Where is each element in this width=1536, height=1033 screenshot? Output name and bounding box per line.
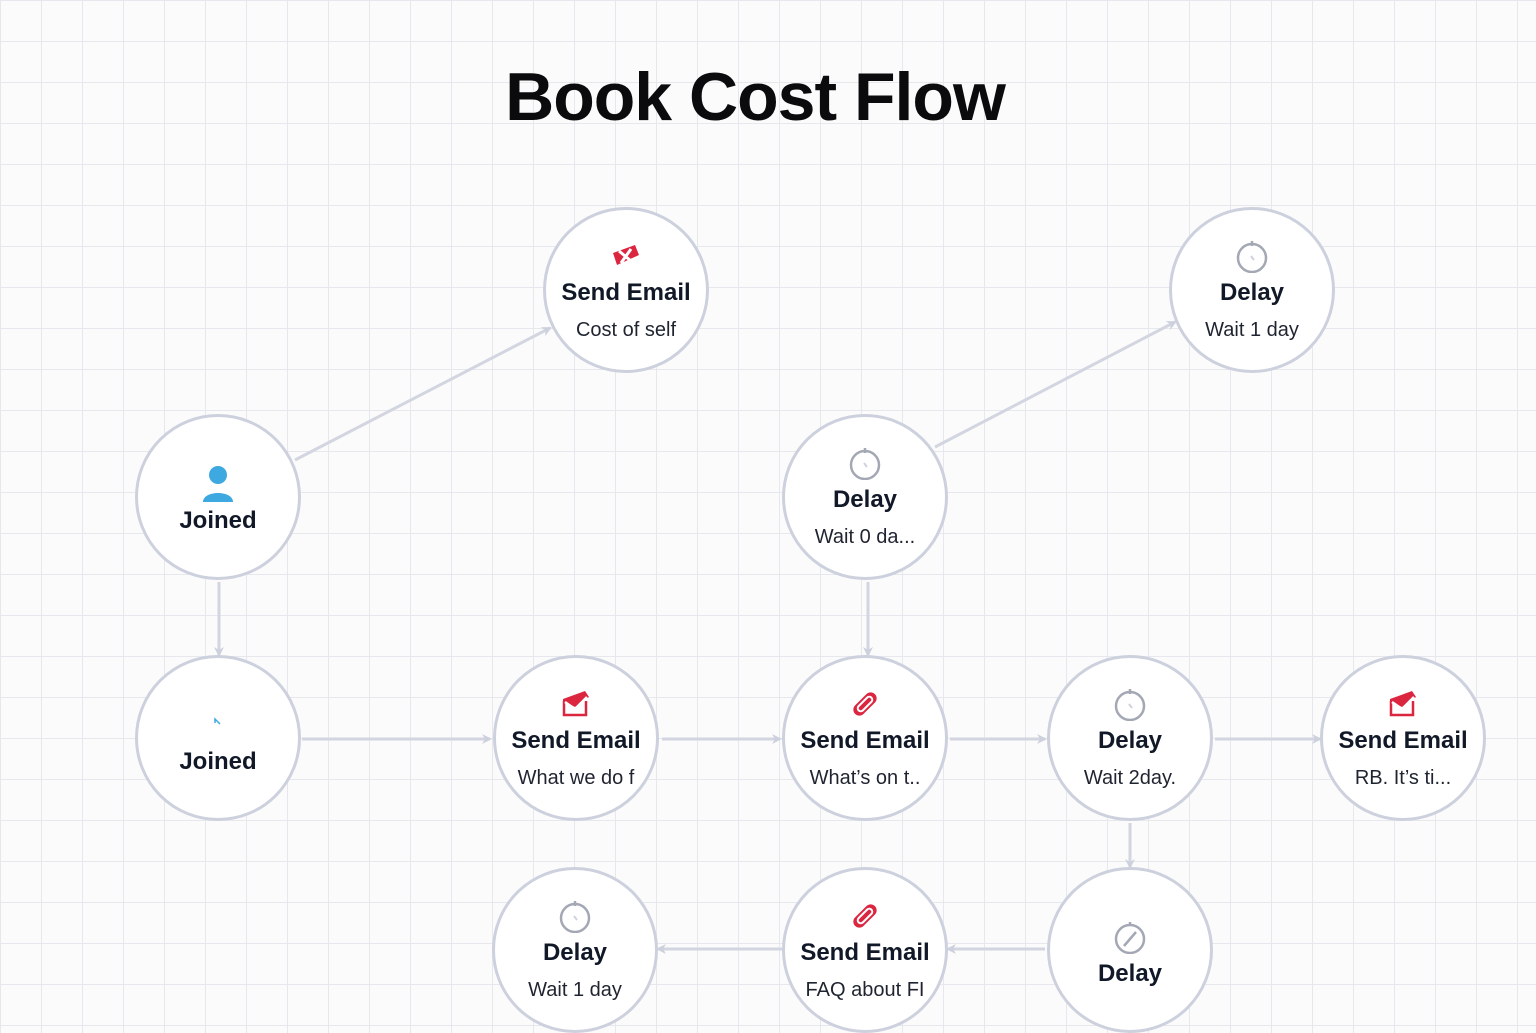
joined-node[interactable]: Joined — [135, 655, 301, 821]
node-subtitle: Wait 2day. — [1083, 766, 1177, 789]
node-title: Delay — [832, 485, 898, 513]
timer-icon — [1235, 239, 1269, 273]
node-title: Delay — [1097, 726, 1163, 754]
node-subtitle: Wait 1 day — [1205, 318, 1299, 341]
node-title: Send Email — [800, 938, 930, 966]
envelope-x-icon — [609, 239, 643, 273]
timer-icon — [848, 446, 882, 480]
envelope-open-icon — [559, 687, 593, 721]
flow-title: Book Cost Flow — [505, 59, 1006, 135]
node-title: Send Email — [511, 726, 641, 754]
timer-icon — [558, 899, 592, 933]
node-title: Delay — [1097, 960, 1163, 987]
node-subtitle: What’s on t.. — [809, 766, 921, 789]
timer-slash-icon — [1113, 920, 1147, 954]
node-subtitle: Wait 1 day — [528, 978, 622, 1001]
node-title: Delay — [1219, 278, 1285, 306]
user-icon — [201, 466, 235, 502]
caret-icon — [201, 708, 235, 742]
node-title: Delay — [542, 938, 608, 966]
node-title: Send Email — [1338, 726, 1468, 754]
joined-node[interactable]: Joined — [135, 414, 301, 580]
node-subtitle: What we do f — [517, 766, 635, 789]
node-subtitle: Wait 0 da... — [814, 525, 916, 548]
node-subtitle: Cost of self — [575, 318, 677, 341]
node-title: Joined — [179, 748, 257, 775]
edge-joined-to-send-email-cost — [294, 326, 552, 462]
edge-delay-to-delay-wait-1 — [934, 320, 1177, 449]
delay-node[interactable]: Delay — [1047, 867, 1213, 1033]
paperclip-icon — [848, 687, 882, 721]
node-title: Send Email — [800, 726, 930, 754]
node-subtitle: FAQ about FI — [805, 978, 925, 1001]
timer-icon — [1113, 687, 1147, 721]
envelope-open-icon — [1386, 687, 1420, 721]
node-title: Joined — [179, 507, 257, 534]
node-title: Send Email — [561, 278, 691, 306]
paperclip-icon — [848, 899, 882, 933]
node-subtitle: RB. It’s ti... — [1354, 766, 1452, 789]
